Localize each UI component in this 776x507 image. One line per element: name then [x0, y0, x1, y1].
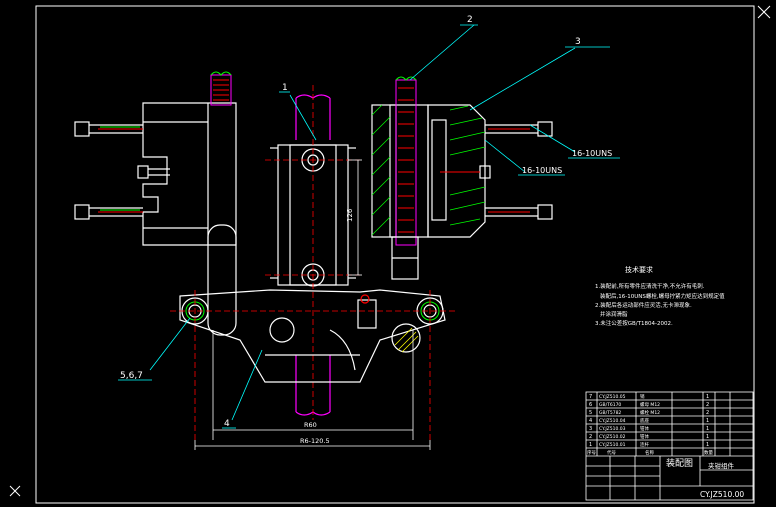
header-no: 序号	[587, 449, 596, 456]
left-bolt-threads	[98, 128, 143, 213]
parts-row-2: 2 CY.JZ510.02 钳体 1	[589, 433, 709, 440]
left-bolts	[74, 121, 170, 220]
base-pins	[185, 301, 440, 321]
part-no: 6	[589, 402, 592, 408]
callout-3: 3	[575, 37, 581, 47]
drawing-name: 装配图	[666, 457, 693, 469]
part-no: 2	[589, 434, 592, 440]
part-qty: 1	[706, 394, 709, 400]
right-threaded-rod	[395, 76, 417, 246]
bottom-inner-dimension: R60	[304, 421, 317, 429]
parts-header: 序号 代号 名称 数量	[587, 449, 713, 456]
callout-2: 2	[467, 15, 473, 25]
material-note: 夹钳组件	[708, 461, 735, 470]
tech-req-title: 技术要求	[625, 265, 653, 274]
header-qty: 数量	[704, 449, 713, 456]
parts-row-4: 4 CY.JZ510.04 底座 1	[589, 417, 709, 424]
part-qty: 1	[706, 442, 709, 448]
part-no: 4	[589, 418, 592, 424]
left-threaded-rod	[210, 71, 232, 106]
left-bolt-accents	[100, 126, 140, 211]
part-name: 连杆	[640, 441, 649, 448]
part-code: CY.JZ510.02	[599, 434, 626, 440]
callout-thread-lower: 16-10UNS	[522, 166, 562, 175]
part-name: 销	[640, 393, 645, 400]
center-axis	[265, 85, 360, 420]
part-qty: 1	[706, 418, 709, 424]
right-bolts	[479, 121, 553, 220]
part-qty: 2	[706, 402, 709, 408]
leader-lines	[118, 24, 620, 429]
part-qty: 1	[706, 434, 709, 440]
parts-row-3: 3 CY.JZ510.03 钳体 1	[589, 425, 709, 432]
part-qty: 1	[706, 426, 709, 432]
header-name: 名称	[645, 449, 654, 456]
part-code: CY.JZ510.01	[599, 442, 626, 448]
part-code: CY.JZ510.04	[599, 418, 626, 424]
part-name: 钳体	[640, 425, 649, 432]
part-code: GB/T6170	[599, 402, 621, 408]
part-name: 螺栓 M12	[640, 409, 660, 416]
part-name: 螺母 M12	[640, 401, 660, 408]
callout-4: 4	[224, 419, 230, 429]
bottom-outer-dimension: R6-120.5	[300, 437, 330, 445]
parts-row-5: 5 GB/T5782 螺栓 M12 2	[589, 409, 709, 416]
tech-req-line-4: 并涂润滑脂	[600, 310, 628, 318]
parts-row-6: 6 GB/T6170 螺母 M12 2	[589, 401, 709, 408]
bottom-dimension-lines	[194, 330, 431, 450]
part-qty: 2	[706, 410, 709, 416]
callout-thread-upper: 16-10UNS	[572, 149, 612, 158]
parts-row-7: 7 CY.JZ510.05 销 1	[589, 393, 709, 400]
parts-row-1: 1 CY.JZ510.01 连杆 1	[589, 441, 709, 448]
vertical-dimension-label: 126	[346, 208, 354, 222]
tech-req-line-5: 3.未注公差按GB/T1804-2002.	[595, 319, 673, 327]
title-block	[585, 391, 754, 501]
right-link-arm	[391, 236, 419, 280]
base-plate	[179, 289, 446, 383]
right-clamp-body	[371, 104, 486, 238]
vertical-dimension	[348, 159, 362, 276]
red-pin	[360, 294, 370, 304]
technical-requirements: 技术要求 1.装配前,所有零件应清洗干净,不允许有毛刺. 装配后,16-10UN…	[595, 265, 725, 327]
right-clamp-hatch	[371, 104, 486, 236]
part-no: 3	[589, 426, 592, 432]
part-code: GB/T5782	[599, 410, 621, 416]
left-clamp-body	[142, 102, 237, 246]
tech-req-line-2: 装配后,16-10UNS螺栓,螺母拧紧力矩应达到规定值	[600, 292, 725, 300]
part-no: 7	[589, 394, 592, 400]
drawing-frame	[35, 5, 755, 504]
drawing-number: CY.JZ510.00	[700, 490, 744, 499]
left-link-arm	[207, 224, 237, 336]
tech-req-line-1: 1.装配前,所有零件应清洗干净,不允许有毛刺.	[595, 282, 705, 290]
callout-567: 5,6,7	[120, 371, 143, 381]
parts-list: 7 CY.JZ510.05 销 1 6 GB/T6170 螺母 M12 2 5 …	[587, 393, 713, 456]
callout-1: 1	[282, 83, 288, 93]
part-no: 5	[589, 410, 592, 416]
part-code: CY.JZ510.03	[599, 426, 626, 432]
part-code: CY.JZ510.05	[599, 394, 626, 400]
tech-req-line-3: 2.装配后各运动部件应灵活,无卡滞现象.	[595, 301, 692, 309]
right-bolt-threads	[440, 128, 530, 213]
header-code: 代号	[607, 449, 616, 456]
part-name: 钳体	[640, 433, 649, 440]
part-no: 1	[589, 442, 592, 448]
part-name: 底座	[640, 417, 649, 424]
base-centerlines	[170, 290, 455, 440]
crop-marks	[9, 5, 771, 497]
